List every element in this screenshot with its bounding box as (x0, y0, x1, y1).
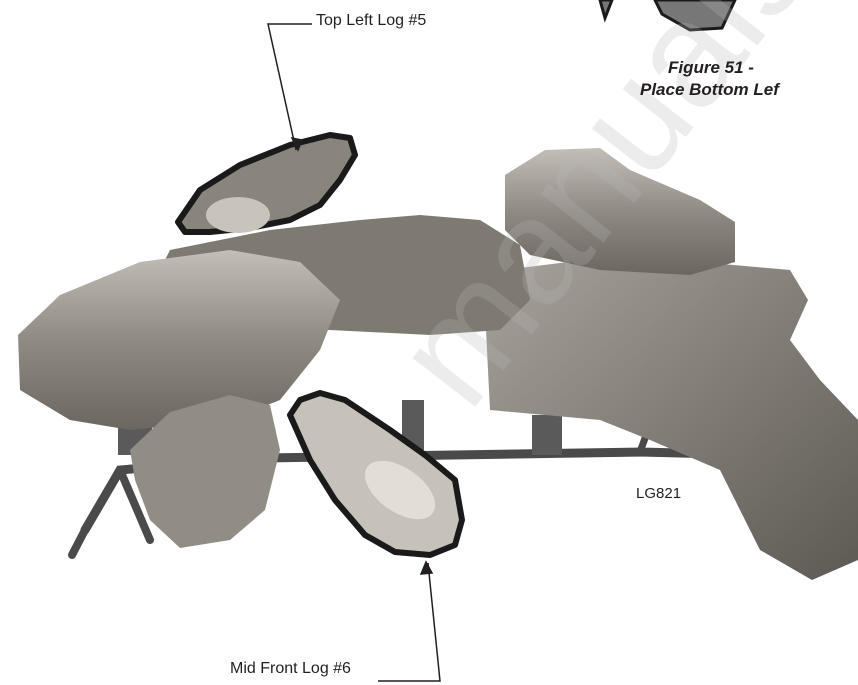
top-log-end-grain (206, 197, 270, 233)
figure-number: Figure 51 - (668, 58, 754, 78)
left-log (18, 250, 340, 430)
model-code-label: LG821 (636, 485, 681, 502)
mid-front-log-label: Mid Front Log #6 (230, 660, 351, 678)
top-left-log-label: Top Left Log #5 (316, 12, 426, 30)
figure-caption: Place Bottom Lef (640, 80, 779, 100)
